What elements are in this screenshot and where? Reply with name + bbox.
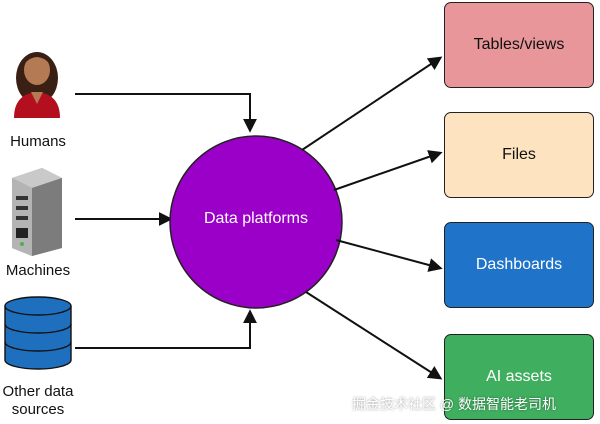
other-sources-line1: Other data <box>2 383 74 400</box>
arrow-hub-to-dashboards <box>335 239 443 272</box>
machines-label: Machines <box>5 262 71 279</box>
arrow-hub-to-ai-assets <box>305 291 443 380</box>
arrow-sources-to-hub <box>75 309 257 349</box>
other-sources-line2: sources <box>11 401 65 418</box>
arrow-hub-to-tables <box>301 56 443 151</box>
arrow-humans-to-hub <box>75 93 257 133</box>
hub-label: Data platforms <box>203 210 309 227</box>
tables-views-box: Tables/views <box>444 2 594 88</box>
tables-views-label: Tables/views <box>473 36 565 53</box>
files-box: Files <box>444 112 594 198</box>
arrow-hub-to-files <box>333 150 443 191</box>
dashboards-label: Dashboards <box>475 256 563 273</box>
dashboards-box: Dashboards <box>444 222 594 308</box>
files-label: Files <box>502 146 536 163</box>
humans-label: Humans <box>10 133 66 150</box>
other-sources-label: Other data sources <box>0 383 76 419</box>
data-platforms-hub <box>169 135 343 309</box>
watermark-text: 掘金技术社区 @ 数据智能老司机 <box>352 396 556 412</box>
server-icon <box>12 168 62 256</box>
ai-assets-box: AI assets <box>444 334 594 420</box>
person-icon <box>14 52 60 118</box>
database-icon <box>4 296 72 370</box>
ai-assets-label: AI assets <box>486 368 552 385</box>
